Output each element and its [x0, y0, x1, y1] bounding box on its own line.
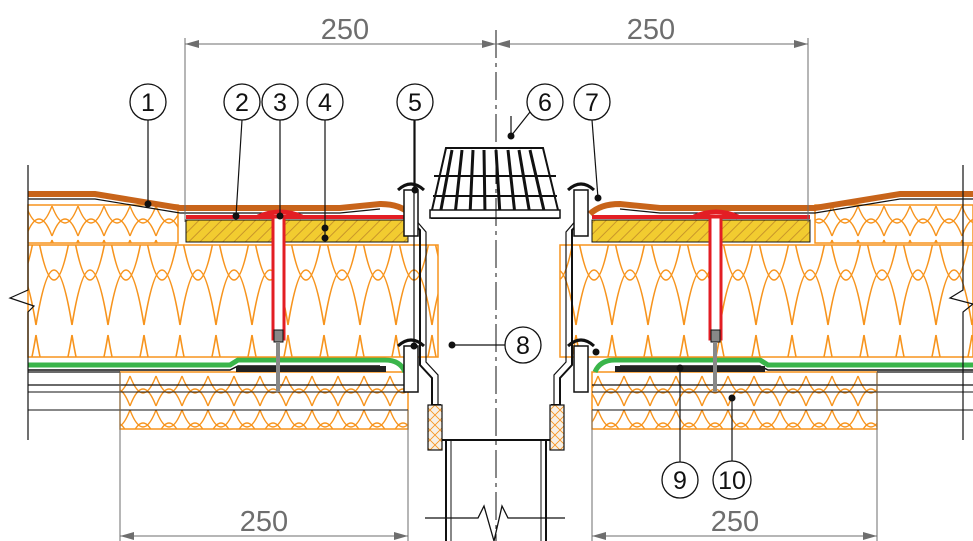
callout-8-label: 8: [516, 332, 530, 360]
callout-10-label: 10: [718, 467, 746, 495]
vapour-barrier: [28, 357, 973, 374]
main-insulation: [27, 244, 973, 358]
callout-5: 5: [396, 83, 434, 121]
callout-3: 3: [261, 83, 299, 121]
callout-6: 6: [526, 83, 564, 121]
callout-4-label: 4: [318, 89, 332, 117]
callout-3-label: 3: [273, 89, 287, 117]
callout-4: 4: [306, 83, 344, 121]
dimension-top-right: 250: [627, 14, 675, 46]
callout-6-leader: [510, 111, 531, 137]
callout-1-label: 1: [141, 89, 155, 117]
red-layer-and-fasteners: [186, 209, 810, 392]
dimension-lines: [119, 38, 878, 541]
roof-drain-body: [396, 147, 596, 541]
callout-6-label: 6: [538, 89, 552, 117]
callout-10: 10: [712, 460, 752, 500]
callout-2: 2: [223, 83, 261, 121]
callout-9-label: 9: [673, 467, 687, 495]
dimension-bottom-left: 250: [240, 506, 288, 538]
callout-9: 9: [661, 461, 699, 499]
callout-7: 7: [573, 83, 611, 121]
break-marks: [8, 165, 973, 440]
callout-2-label: 2: [235, 89, 249, 117]
lower-deck: [28, 371, 973, 430]
callout-5-label: 5: [408, 89, 422, 117]
callout-7-label: 7: [585, 89, 599, 117]
callout-dots: [144, 132, 736, 402]
dimension-top-left: 250: [321, 14, 369, 46]
dimension-bottom-right: 250: [711, 506, 759, 538]
callout-1: 1: [129, 83, 167, 121]
callout-8: 8: [504, 326, 542, 364]
